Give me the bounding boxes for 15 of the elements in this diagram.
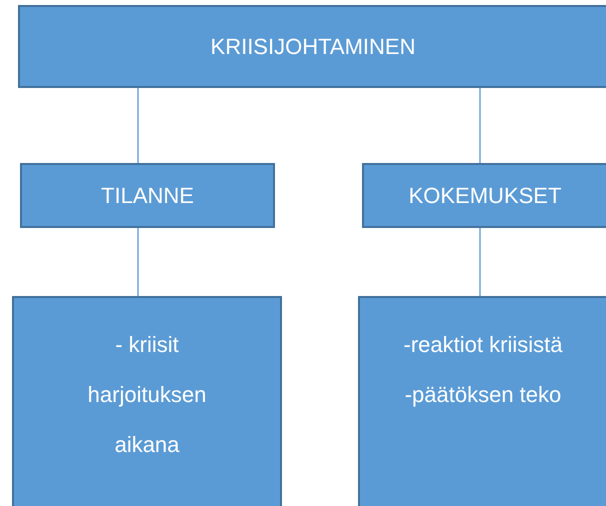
box-text: KRIISIJOHTAMINEN (210, 34, 416, 60)
box-text: -reaktiot kriisistä (404, 331, 562, 359)
process-box (358, 296, 606, 506)
connector-line (137, 88, 139, 163)
box-text: - kriisit harjoituksen aikana (86, 331, 208, 459)
process-box (20, 163, 275, 228)
connector-line (479, 88, 481, 163)
box-text: TILANNE (101, 182, 194, 208)
connector-line (137, 228, 139, 296)
box-text: KOKEMUKSET (408, 182, 562, 208)
process-box (12, 296, 282, 506)
process-box (18, 5, 606, 88)
connector-line (479, 228, 481, 296)
box-text: -päätöksen teko (404, 381, 562, 409)
process-box (362, 163, 606, 228)
